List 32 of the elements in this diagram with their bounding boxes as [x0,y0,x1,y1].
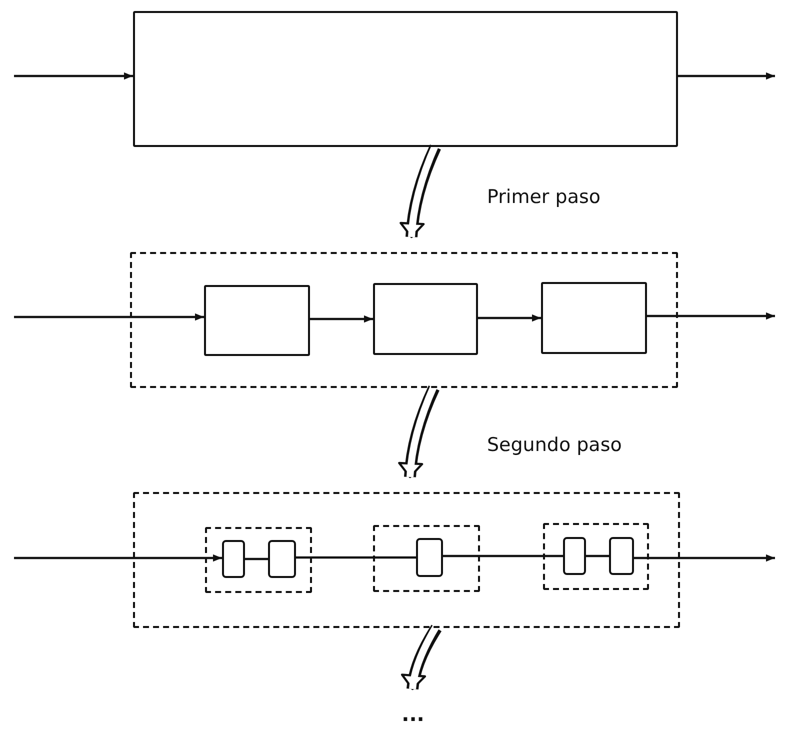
step-label: Primer paso [487,186,600,208]
signal-line [586,554,609,558]
step-label: Segundo paso [487,434,622,456]
block-box [373,283,478,355]
signal-line [647,312,775,320]
block-box [563,537,586,575]
dashed-group-box [205,527,312,593]
block-box [541,282,647,354]
signal-line [678,72,775,80]
block-box [133,11,678,147]
ellipsis-text: ... [396,704,430,724]
hollow-arrow [400,144,441,238]
dashed-group-box [543,523,649,590]
dashed-group-box [130,252,678,388]
block-box [222,540,245,578]
hollow-arrow [398,386,440,478]
signal-line [14,554,222,562]
signal-line [296,556,416,559]
hollow-arrow [401,624,442,690]
block-box [416,538,443,577]
signal-line [14,72,133,80]
signal-line [310,315,373,323]
signal-line [245,558,268,560]
block-box [609,537,634,575]
block-box [204,285,310,356]
dashed-group-box [373,525,480,592]
signal-line [634,554,775,562]
dashed-group-box [133,492,680,628]
signal-line [443,554,563,558]
signal-line [478,314,541,322]
signal-line [14,313,204,321]
block-box [268,540,296,578]
